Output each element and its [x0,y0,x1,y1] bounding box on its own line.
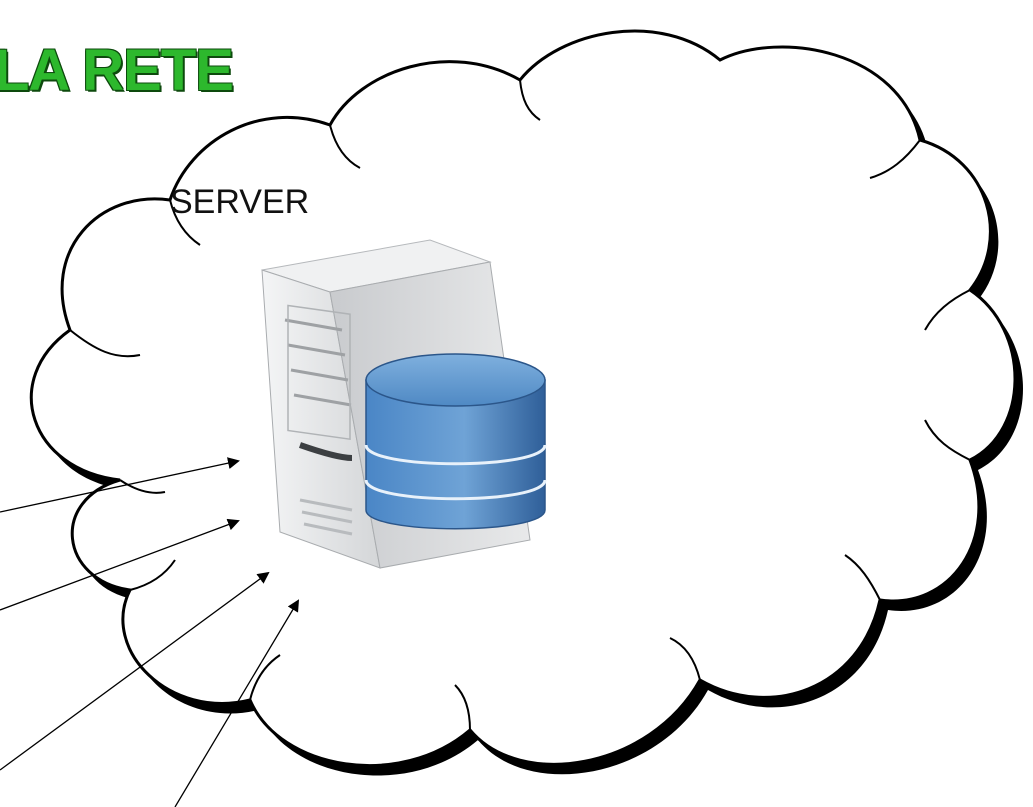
arrow-2 [0,518,240,611]
arrow-1 [0,457,240,513]
connection-arrows [0,457,300,807]
cloud-lobes [69,79,971,731]
server-label: SERVER [170,183,310,221]
database-icon [364,353,547,530]
arrow-3 [0,571,270,771]
arrow-4 [174,599,300,807]
diagram-title: LA RETE [0,38,234,103]
